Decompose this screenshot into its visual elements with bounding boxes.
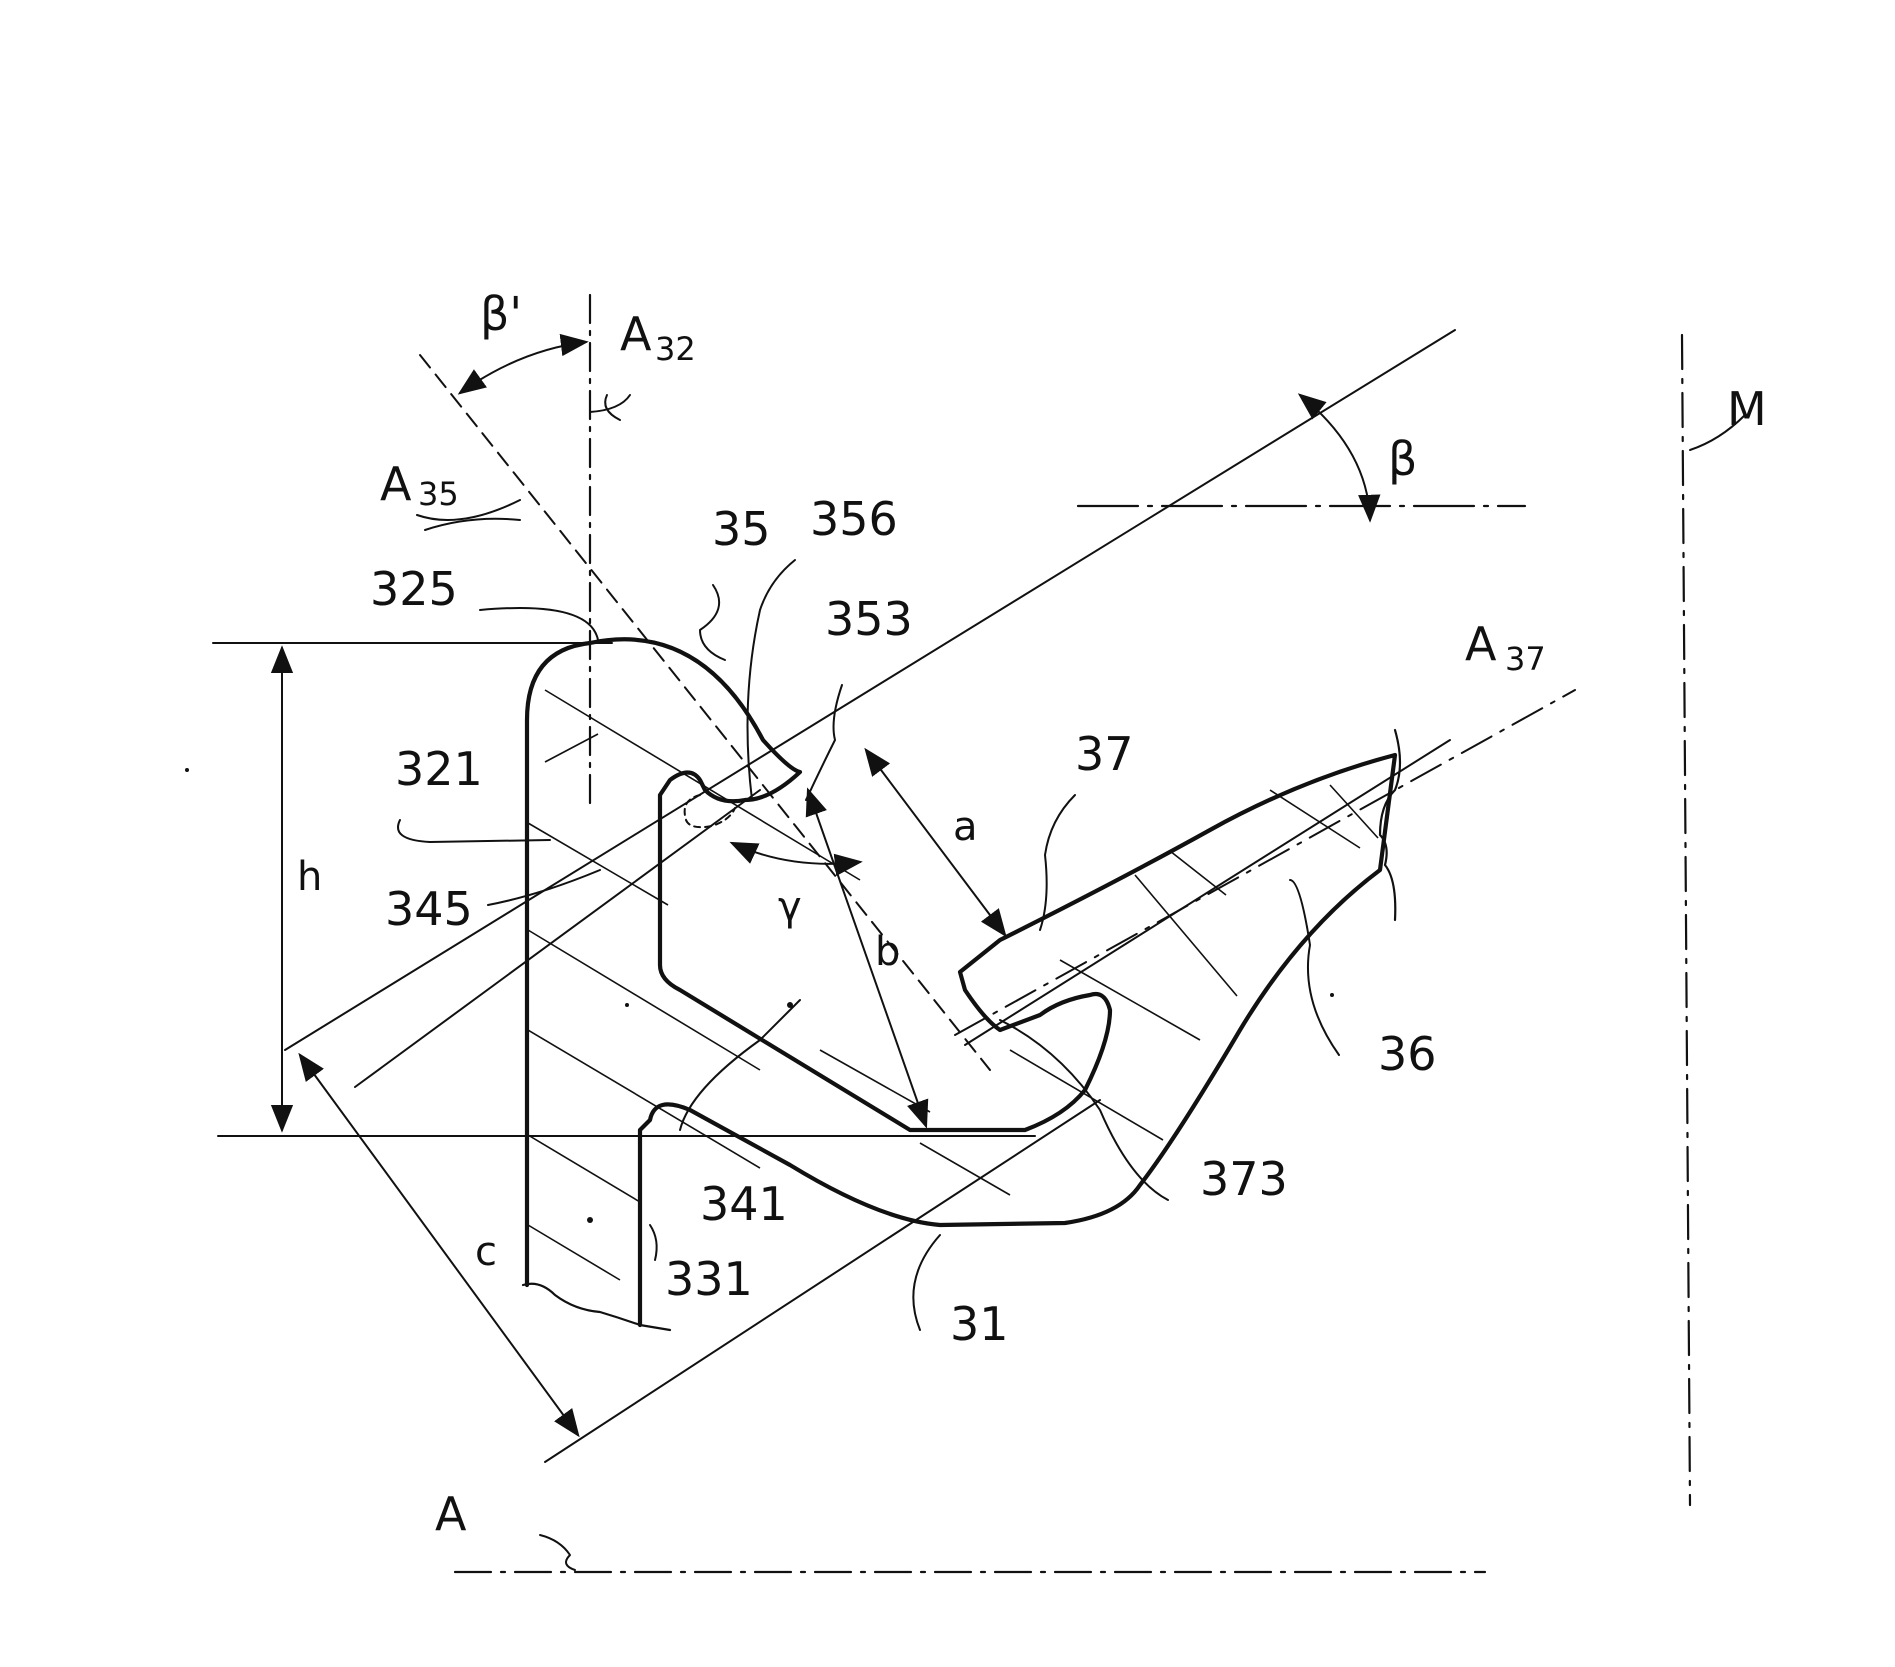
upper-inclined-line xyxy=(285,330,1455,1050)
label-a35-main: A xyxy=(380,457,412,511)
leader-lines xyxy=(398,395,1745,1570)
label-37: 37 xyxy=(1075,727,1134,781)
axis-lines xyxy=(420,295,1690,1572)
label-331: 331 xyxy=(665,1252,753,1306)
dim-c xyxy=(300,1055,578,1435)
label-a: a xyxy=(953,804,978,850)
angle-beta-arc xyxy=(1300,395,1370,520)
label-a35-sub: 35 xyxy=(418,475,459,513)
angle-gamma-arc xyxy=(732,843,860,864)
label-gamma: γ xyxy=(778,884,802,930)
lower-inclined-line xyxy=(545,1100,1100,1462)
angle-beta-prime-arc xyxy=(460,342,586,393)
axis-a37 xyxy=(955,690,1575,1035)
label-373: 373 xyxy=(1200,1152,1288,1206)
middle-inclined-line xyxy=(355,790,760,1087)
label-m: M xyxy=(1727,382,1767,436)
label-325: 325 xyxy=(370,562,458,616)
label-c: c xyxy=(475,1229,497,1275)
label-35: 35 xyxy=(712,502,771,556)
label-b: b xyxy=(875,929,900,975)
dim-a xyxy=(866,750,1005,935)
extension-37-line xyxy=(965,740,1450,1045)
label-h: h xyxy=(297,854,322,900)
label-a37-main: A xyxy=(1465,617,1497,671)
label-353: 353 xyxy=(825,592,913,646)
label-a32-sub: 32 xyxy=(655,330,696,368)
main-profile xyxy=(527,639,1395,1325)
label-321: 321 xyxy=(395,742,483,796)
break-edge-bottom xyxy=(523,1284,670,1330)
label-36: 36 xyxy=(1378,1027,1437,1081)
label-beta-prime: β' xyxy=(480,287,522,341)
label-beta: β xyxy=(1388,432,1417,486)
profile-outline xyxy=(523,639,1400,1330)
label-a37-sub: 37 xyxy=(1505,640,1546,678)
axis-a35 xyxy=(420,355,990,1070)
label-a-bottom: A xyxy=(435,1487,467,1541)
label-345: 345 xyxy=(385,882,473,936)
axis-m xyxy=(1682,335,1690,1505)
label-341: 341 xyxy=(700,1177,788,1231)
label-31: 31 xyxy=(950,1297,1009,1351)
label-a32-main: A xyxy=(620,307,652,361)
label-356: 356 xyxy=(810,492,898,546)
